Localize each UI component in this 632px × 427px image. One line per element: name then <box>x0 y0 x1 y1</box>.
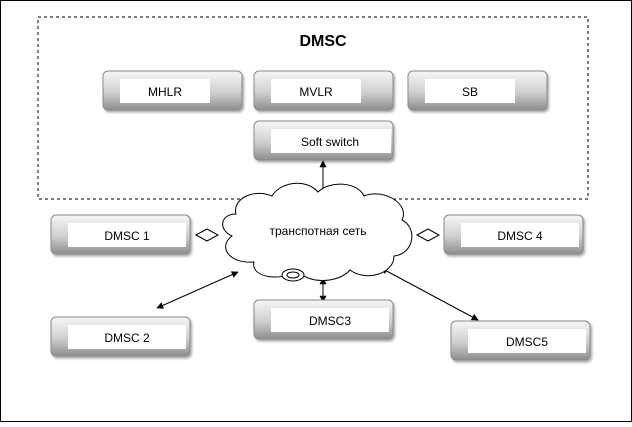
transport-network-cloud: транспотная сеть <box>222 182 413 282</box>
node-softswitch-label: Soft switch <box>301 135 359 149</box>
dmsc1-cloud-diamond <box>194 228 220 242</box>
node-dmsc3-label: DMSC3 <box>309 314 351 328</box>
cloud-dmsc4-diamond <box>415 228 441 242</box>
node-mhlr-label: MHLR <box>148 85 182 99</box>
cloud-dmsc2-link <box>156 271 239 309</box>
node-dmsc2-label: DMSC 2 <box>104 331 150 345</box>
node-softswitch: Soft switch <box>253 120 394 161</box>
node-mvlr-label: MVLR <box>299 85 333 99</box>
node-sb: SB <box>407 70 548 111</box>
node-mvlr: MVLR <box>253 70 394 111</box>
node-mhlr: MHLR <box>102 70 243 111</box>
cloud-label: транспотная сеть <box>269 224 366 238</box>
node-dmsc4: DMSC 4 <box>443 214 584 255</box>
node-sb-label: SB <box>462 85 478 99</box>
node-dmsc1-label: DMSC 1 <box>104 229 150 243</box>
node-dmsc2: DMSC 2 <box>50 316 191 357</box>
node-dmsc4-label: DMSC 4 <box>497 229 543 243</box>
node-dmsc5-label: DMSC5 <box>506 335 548 349</box>
node-dmsc5: DMSC5 <box>450 320 591 361</box>
cloud-dmsc5-link <box>380 267 479 321</box>
node-dmsc3: DMSC3 <box>253 299 394 340</box>
node-dmsc1: DMSC 1 <box>50 214 191 255</box>
cloud-puff-small <box>286 271 300 279</box>
dmsc-title: DMSC <box>299 33 347 50</box>
